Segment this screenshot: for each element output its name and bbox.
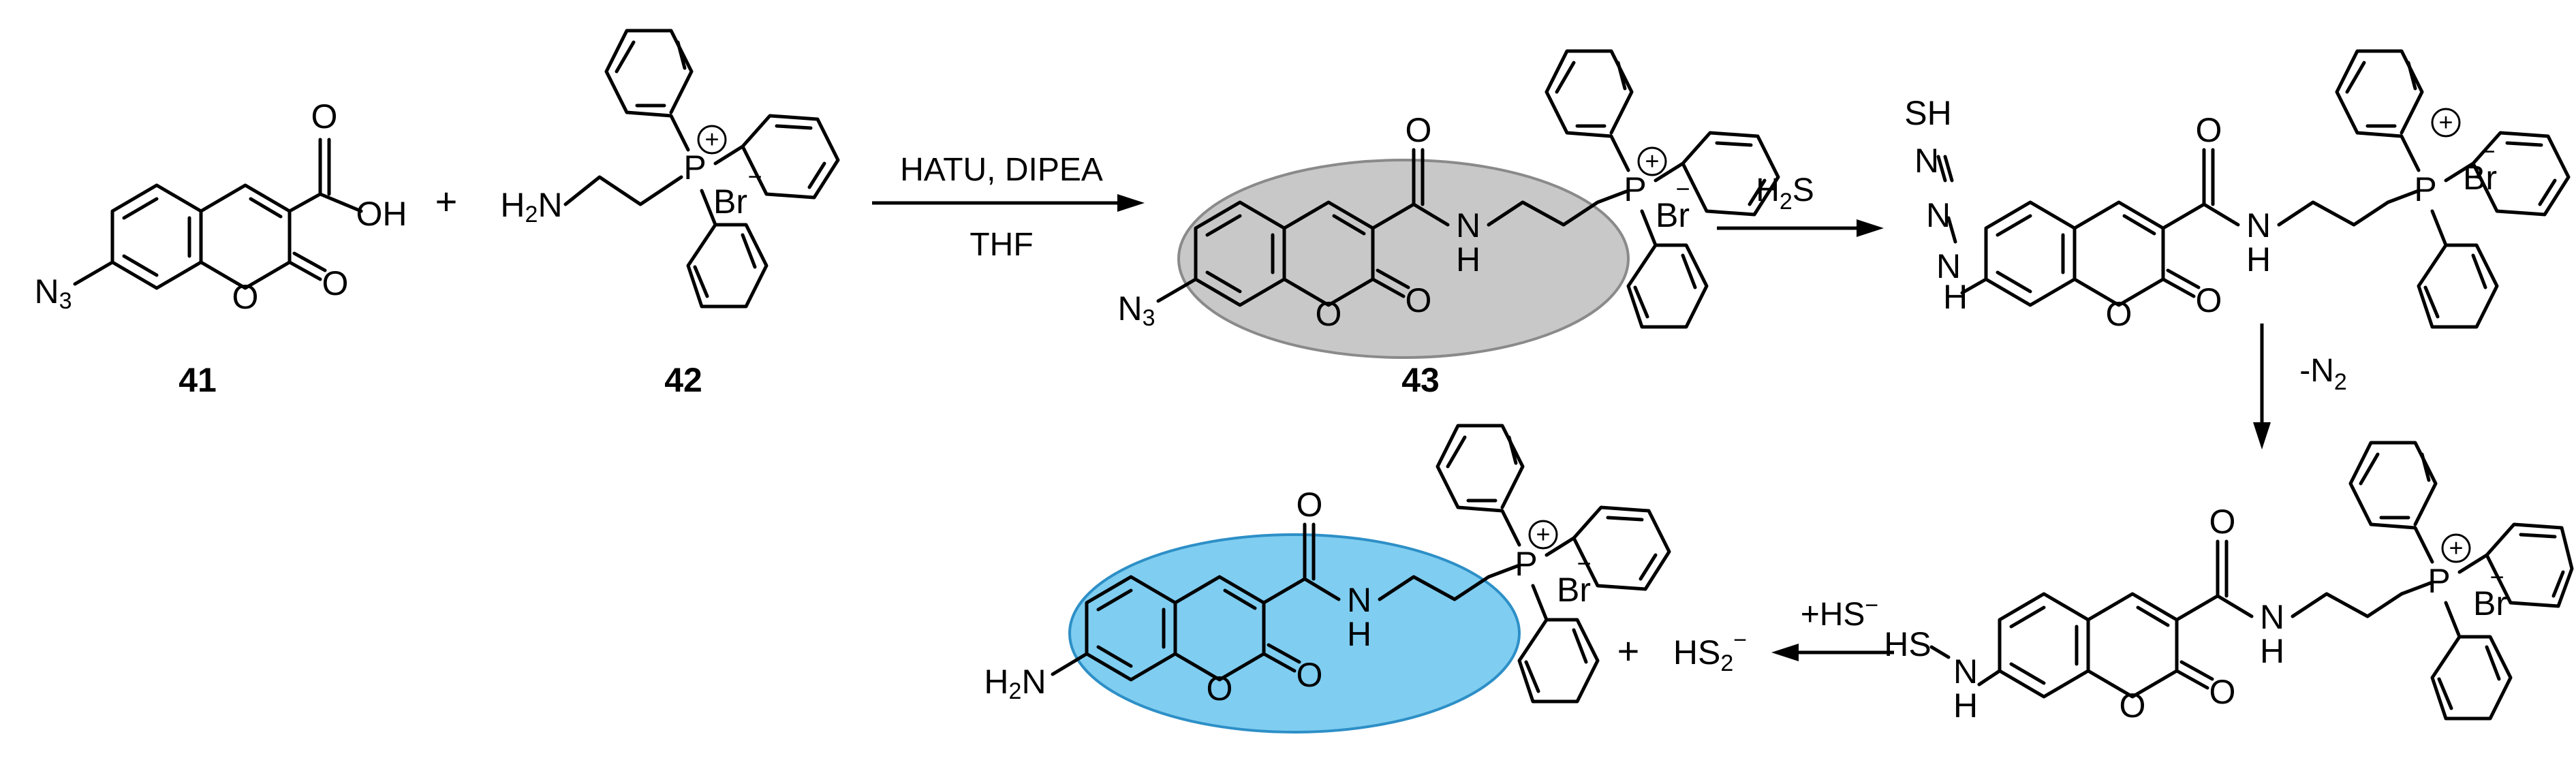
bromide-charge-43: − bbox=[1675, 175, 1690, 203]
atom-O-ring-A: O bbox=[2106, 295, 2132, 333]
intermediate-thiotriazene-structure bbox=[1936, 49, 2571, 329]
atom-N1-triazene: N bbox=[1914, 142, 1939, 180]
atom-O-ring-41: O bbox=[232, 278, 259, 316]
positive-charge-B bbox=[2441, 533, 2471, 563]
atom-Br-product: Br bbox=[1557, 571, 1591, 609]
atom-P-42: P bbox=[683, 148, 706, 187]
arrowhead-step2 bbox=[1857, 219, 1884, 237]
atom-H-amide-product: H bbox=[1347, 615, 1371, 653]
atom-H-amide-B: H bbox=[2260, 632, 2284, 670]
bromide-charge-B: − bbox=[2489, 563, 2504, 591]
product-aminocoumarin-structure bbox=[1051, 424, 1671, 704]
highlight-blue-ellipse bbox=[1068, 533, 1521, 733]
highlight-grey-ellipse bbox=[1177, 159, 1630, 359]
positive-charge-43 bbox=[1637, 146, 1667, 176]
compound-label-43: 43 bbox=[1401, 361, 1440, 399]
atom-N3: N3 bbox=[34, 272, 72, 314]
condition-step4: +HS− bbox=[1801, 593, 1879, 633]
atom-N-B: N bbox=[1953, 652, 1978, 691]
atom-O-carbonyl-43: O bbox=[1406, 281, 1432, 319]
atom-H2N-product: H2N bbox=[984, 663, 1046, 704]
atom-P-A: P bbox=[2414, 170, 2436, 208]
atom-O-carbonyl-product: O bbox=[1297, 656, 1323, 694]
intermediate-sulfenamide-structure bbox=[1929, 441, 2574, 721]
positive-charge-A bbox=[2431, 108, 2461, 138]
atom-N3-43: N3 bbox=[1117, 289, 1155, 331]
atom-H2N-42: H2N bbox=[500, 186, 562, 227]
atom-SH-triazene: SH bbox=[1904, 94, 1951, 132]
arrowhead-step3 bbox=[2253, 422, 2271, 449]
positive-charge-42 bbox=[697, 125, 727, 155]
plus-sign-2: + bbox=[1617, 629, 1640, 672]
atom-H-B: H bbox=[1953, 687, 1978, 725]
atom-P-product: P bbox=[1515, 545, 1537, 583]
atom-O-amide-A: O bbox=[2196, 111, 2222, 149]
atom-O-carbonyl-41: O bbox=[322, 264, 349, 302]
atom-OH-41: OH bbox=[356, 195, 407, 233]
compound-label-42: 42 bbox=[664, 361, 702, 399]
compound-41-structure bbox=[73, 138, 363, 290]
positive-charge-sign-B: + bbox=[2449, 534, 2463, 562]
atom-P-B: P bbox=[2427, 562, 2450, 600]
compound-label-41: 41 bbox=[179, 361, 217, 399]
atom-O-ring-43: O bbox=[1316, 295, 1342, 333]
atom-N-amide-product: N bbox=[1347, 581, 1371, 619]
atom-O-ring-B: O bbox=[2120, 687, 2146, 725]
positive-charge-sign-43: + bbox=[1645, 147, 1659, 175]
atom-O-amide-B: O bbox=[2209, 503, 2236, 541]
atom-Br-B: Br bbox=[2473, 584, 2507, 622]
atom-O-ring-product: O bbox=[1207, 669, 1233, 708]
positive-charge-sign-42: + bbox=[704, 125, 719, 153]
atom-H-amide-A: H bbox=[2246, 240, 2271, 279]
atom-N-amide-43: N bbox=[1456, 206, 1480, 244]
condition-step3: -N2 bbox=[2299, 353, 2347, 395]
condition-step1-solvent: THF bbox=[969, 227, 1033, 263]
arrowhead-step1 bbox=[1117, 194, 1145, 212]
compound-43-structure bbox=[1156, 49, 1780, 329]
bromide-charge-product: − bbox=[1577, 550, 1591, 578]
atom-O-amide-43: O bbox=[1406, 111, 1432, 149]
arrowhead-step4 bbox=[1771, 644, 1799, 661]
compound-42-structure bbox=[563, 29, 840, 309]
bromide-charge-42: − bbox=[747, 163, 762, 191]
atom-O-carbonyl-B: O bbox=[2209, 673, 2236, 711]
atom-N-amide-A: N bbox=[2246, 206, 2271, 244]
atom-O-carbonyl-A: O bbox=[2196, 281, 2222, 319]
atom-Br-42: Br bbox=[713, 183, 747, 221]
atom-H-amide-43: H bbox=[1456, 240, 1480, 279]
atom-O-acid-41: O bbox=[311, 97, 338, 136]
atom-Br-A: Br bbox=[2463, 159, 2497, 197]
atom-P-43: P bbox=[1624, 170, 1646, 208]
positive-charge-sign-product: + bbox=[1536, 520, 1550, 548]
positive-charge-product bbox=[1528, 520, 1558, 550]
bromide-charge-A: − bbox=[2481, 138, 2495, 165]
atom-N3-triazene: N bbox=[1936, 247, 1961, 285]
atom-N2-triazene: N bbox=[1926, 196, 1951, 234]
plus-sign-1: + bbox=[435, 180, 458, 223]
product-HS2-minus: HS2− bbox=[1673, 627, 1747, 676]
condition-step2: H2S bbox=[1756, 172, 1814, 215]
atom-H-triazene: H bbox=[1943, 278, 1968, 316]
atom-Br-43: Br bbox=[1656, 196, 1690, 234]
condition-step1-reagents: HATU, DIPEA bbox=[900, 152, 1103, 188]
positive-charge-sign-A: + bbox=[2438, 108, 2453, 136]
atom-HS-B: HS bbox=[1884, 625, 1931, 663]
atom-N-amide-B: N bbox=[2260, 598, 2284, 636]
atom-O-amide-product: O bbox=[1297, 486, 1323, 524]
